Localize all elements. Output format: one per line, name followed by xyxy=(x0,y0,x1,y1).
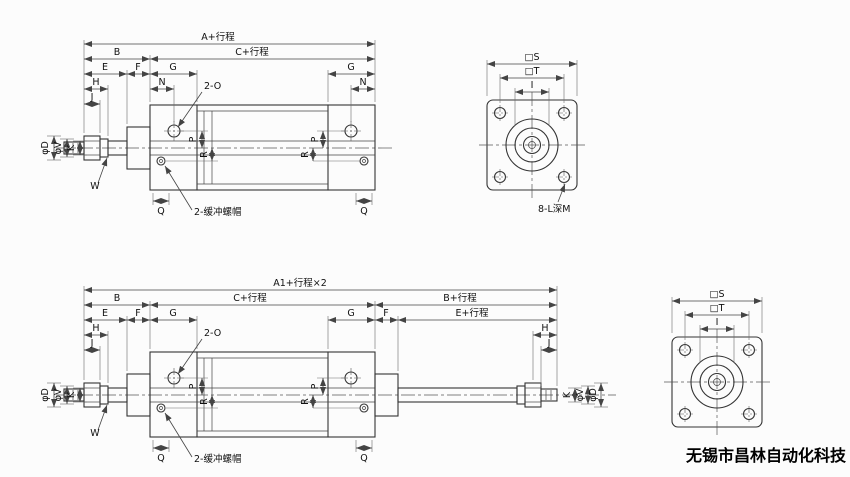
port-note-leader xyxy=(177,338,203,375)
top-side-view: A+行程 B C+行程 E F G G H N N J 2-O φD φV K … xyxy=(40,31,392,218)
bottom-end-view: □S □T I xyxy=(664,289,770,435)
dim-label-p-right: P xyxy=(310,136,321,142)
wrench-flat-leader xyxy=(97,404,108,431)
dim-label-e-stroke: E+行程 xyxy=(456,307,489,319)
dim-label-q-left: Q xyxy=(157,206,164,217)
dim-label-g-left: G xyxy=(169,308,176,319)
dim-label-j-right: J xyxy=(547,338,551,349)
buffer-cap-note: 2-缓冲螺帽 xyxy=(194,453,241,465)
dim-label-square-s: □S xyxy=(524,52,539,63)
dim-label-g-right: G xyxy=(347,62,354,73)
dim-label-phi-v-left: φV xyxy=(53,388,64,401)
dim-label-k: K xyxy=(66,144,77,151)
dim-label-n-left: N xyxy=(158,77,165,88)
top-end-view-geometry xyxy=(479,92,585,198)
bottom-end-view-geometry xyxy=(664,329,770,435)
flange-boss-circle xyxy=(505,118,559,172)
rod-thread-right xyxy=(540,388,558,402)
dim-label-w: W xyxy=(90,181,100,192)
dim-label-q-right: Q xyxy=(360,206,367,217)
dim-label-q-left: Q xyxy=(157,453,164,464)
dim-label-a1-stroke: A1+行程×2 xyxy=(273,277,327,289)
buffer-note-leader xyxy=(164,412,193,458)
top-side-view-dimension-lines xyxy=(51,41,375,211)
dim-label-square-s: □S xyxy=(709,289,724,300)
bottom-side-view-geometry xyxy=(56,351,616,438)
buffer-cap-note: 2-缓冲螺帽 xyxy=(194,206,241,218)
dim-label-i: I xyxy=(716,317,719,328)
rod-bore-circle xyxy=(522,135,542,155)
top-end-view-labels: □S □T I 8-L深M xyxy=(524,52,570,215)
bolt-hole-note: 8-L深M xyxy=(538,204,570,215)
bolt-note-leader xyxy=(557,183,566,203)
dim-label-f-left: F xyxy=(135,308,140,319)
dim-label-p-left: P xyxy=(188,136,199,142)
dim-label-p-left: P xyxy=(188,383,199,389)
bottom-end-view-labels: □S □T I xyxy=(709,289,724,328)
bottom-side-view-dimension-lines xyxy=(51,287,604,458)
bottom-side-view: A1+行程×2 B C+行程 B+行程 E F G G F E+行程 H H J… xyxy=(40,277,616,465)
dim-label-w: W xyxy=(90,428,100,439)
dim-label-e: E xyxy=(102,62,108,73)
dim-label-h: H xyxy=(92,77,99,88)
dim-label-e: E xyxy=(102,308,108,319)
top-side-view-geometry xyxy=(56,104,392,191)
bottom-end-view-dimension-lines xyxy=(671,297,763,363)
port-note: 2-O xyxy=(204,81,221,92)
dim-label-phi-d-right: φD xyxy=(588,388,599,402)
cylinder-body xyxy=(149,351,376,438)
dim-label-g-right: G xyxy=(347,308,354,319)
dim-label-b-stroke: B+行程 xyxy=(443,292,477,304)
dim-label-a-stroke: A+行程 xyxy=(201,31,235,43)
dim-label-h-left: H xyxy=(92,323,99,334)
port-note-leader xyxy=(177,91,203,128)
dim-label-c-stroke: C+行程 xyxy=(235,46,269,58)
dim-label-k-left: K xyxy=(66,391,77,398)
bottom-side-view-labels: A1+行程×2 B C+行程 B+行程 E F G G F E+行程 H H J… xyxy=(40,277,599,465)
dim-label-phi-v: φV xyxy=(53,141,64,154)
dim-label-r-right: R xyxy=(300,151,311,158)
dim-label-phi-v-right: φV xyxy=(575,388,586,401)
dim-label-f: F xyxy=(135,62,140,73)
dim-label-p-right: P xyxy=(310,383,321,389)
buffer-cap-left xyxy=(156,403,166,413)
dim-label-phi-d-left: φD xyxy=(40,388,51,402)
buffer-cap-right xyxy=(359,156,369,166)
dim-label-g-left: G xyxy=(169,62,176,73)
dim-label-k-right: K xyxy=(562,391,573,398)
top-side-view-labels: A+行程 B C+行程 E F G G H N N J 2-O φD φV K … xyxy=(40,31,368,218)
wrench-flat-leader xyxy=(97,157,108,184)
port-note: 2-O xyxy=(204,328,221,339)
dim-label-square-t: □T xyxy=(525,66,540,77)
company-name: 无锡市昌林自动化科技 xyxy=(685,446,847,465)
rod-bore-circle xyxy=(707,372,727,392)
dim-label-j: J xyxy=(90,92,94,103)
buffer-note-leader xyxy=(164,165,193,211)
buffer-cap-left xyxy=(156,156,166,166)
dim-label-n-right: N xyxy=(359,77,366,88)
dim-label-h-right: H xyxy=(541,323,548,334)
top-end-view-dimension-lines xyxy=(486,60,578,203)
dim-label-phi-d: φD xyxy=(40,141,51,155)
dim-label-j-left: J xyxy=(90,338,94,349)
cylinder-body xyxy=(149,104,376,191)
dim-label-r-right: R xyxy=(300,398,311,405)
buffer-cap-right xyxy=(359,403,369,413)
dim-label-square-t: □T xyxy=(710,303,725,314)
dim-label-r-left: R xyxy=(199,398,210,405)
dim-label-c-stroke: C+行程 xyxy=(233,292,267,304)
dim-label-f-right: F xyxy=(383,308,388,319)
top-end-view: □S □T I 8-L深M xyxy=(479,52,585,215)
dim-label-b: B xyxy=(114,293,121,304)
dim-label-b: B xyxy=(114,47,121,58)
dim-label-r-left: R xyxy=(199,151,210,158)
dim-label-i: I xyxy=(531,80,534,91)
flange-boss-circle xyxy=(690,355,744,409)
dim-label-q-right: Q xyxy=(360,453,367,464)
